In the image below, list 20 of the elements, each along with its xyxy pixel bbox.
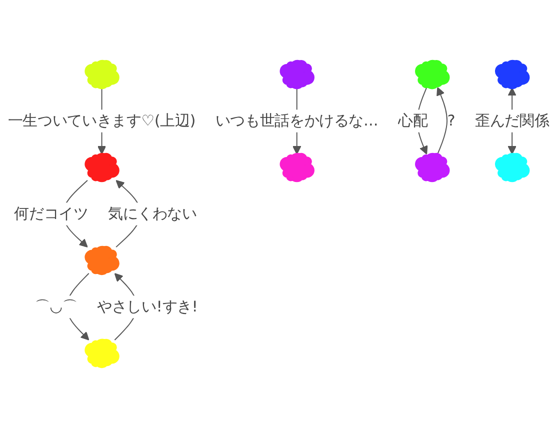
edge-label: 何だコイツ (14, 204, 88, 222)
node-cloud (84, 60, 120, 90)
node-cloud (84, 338, 120, 368)
edge-label: 気にくわない (108, 204, 197, 222)
node-cloud (415, 152, 450, 182)
edge-label: 歪んだ関係 (475, 112, 550, 130)
node-cloud (494, 152, 530, 182)
edge-label: ? (447, 112, 456, 130)
edge-label: やさしい!すき! (97, 298, 198, 316)
node-cloud (415, 60, 450, 90)
node-cloud (84, 152, 120, 182)
node-cloud (280, 152, 314, 182)
node-cloud (84, 246, 120, 276)
edge-label: 心配 (398, 112, 428, 130)
arrow (436, 87, 448, 155)
edge-label: ⌒◡⌒ (34, 298, 78, 316)
node-cloud (280, 60, 314, 90)
edge-label: いつも世話をかけるな… (215, 112, 378, 130)
node-cloud (494, 60, 530, 90)
edge-label: 一生ついていきます♡(上辺) (8, 112, 196, 130)
